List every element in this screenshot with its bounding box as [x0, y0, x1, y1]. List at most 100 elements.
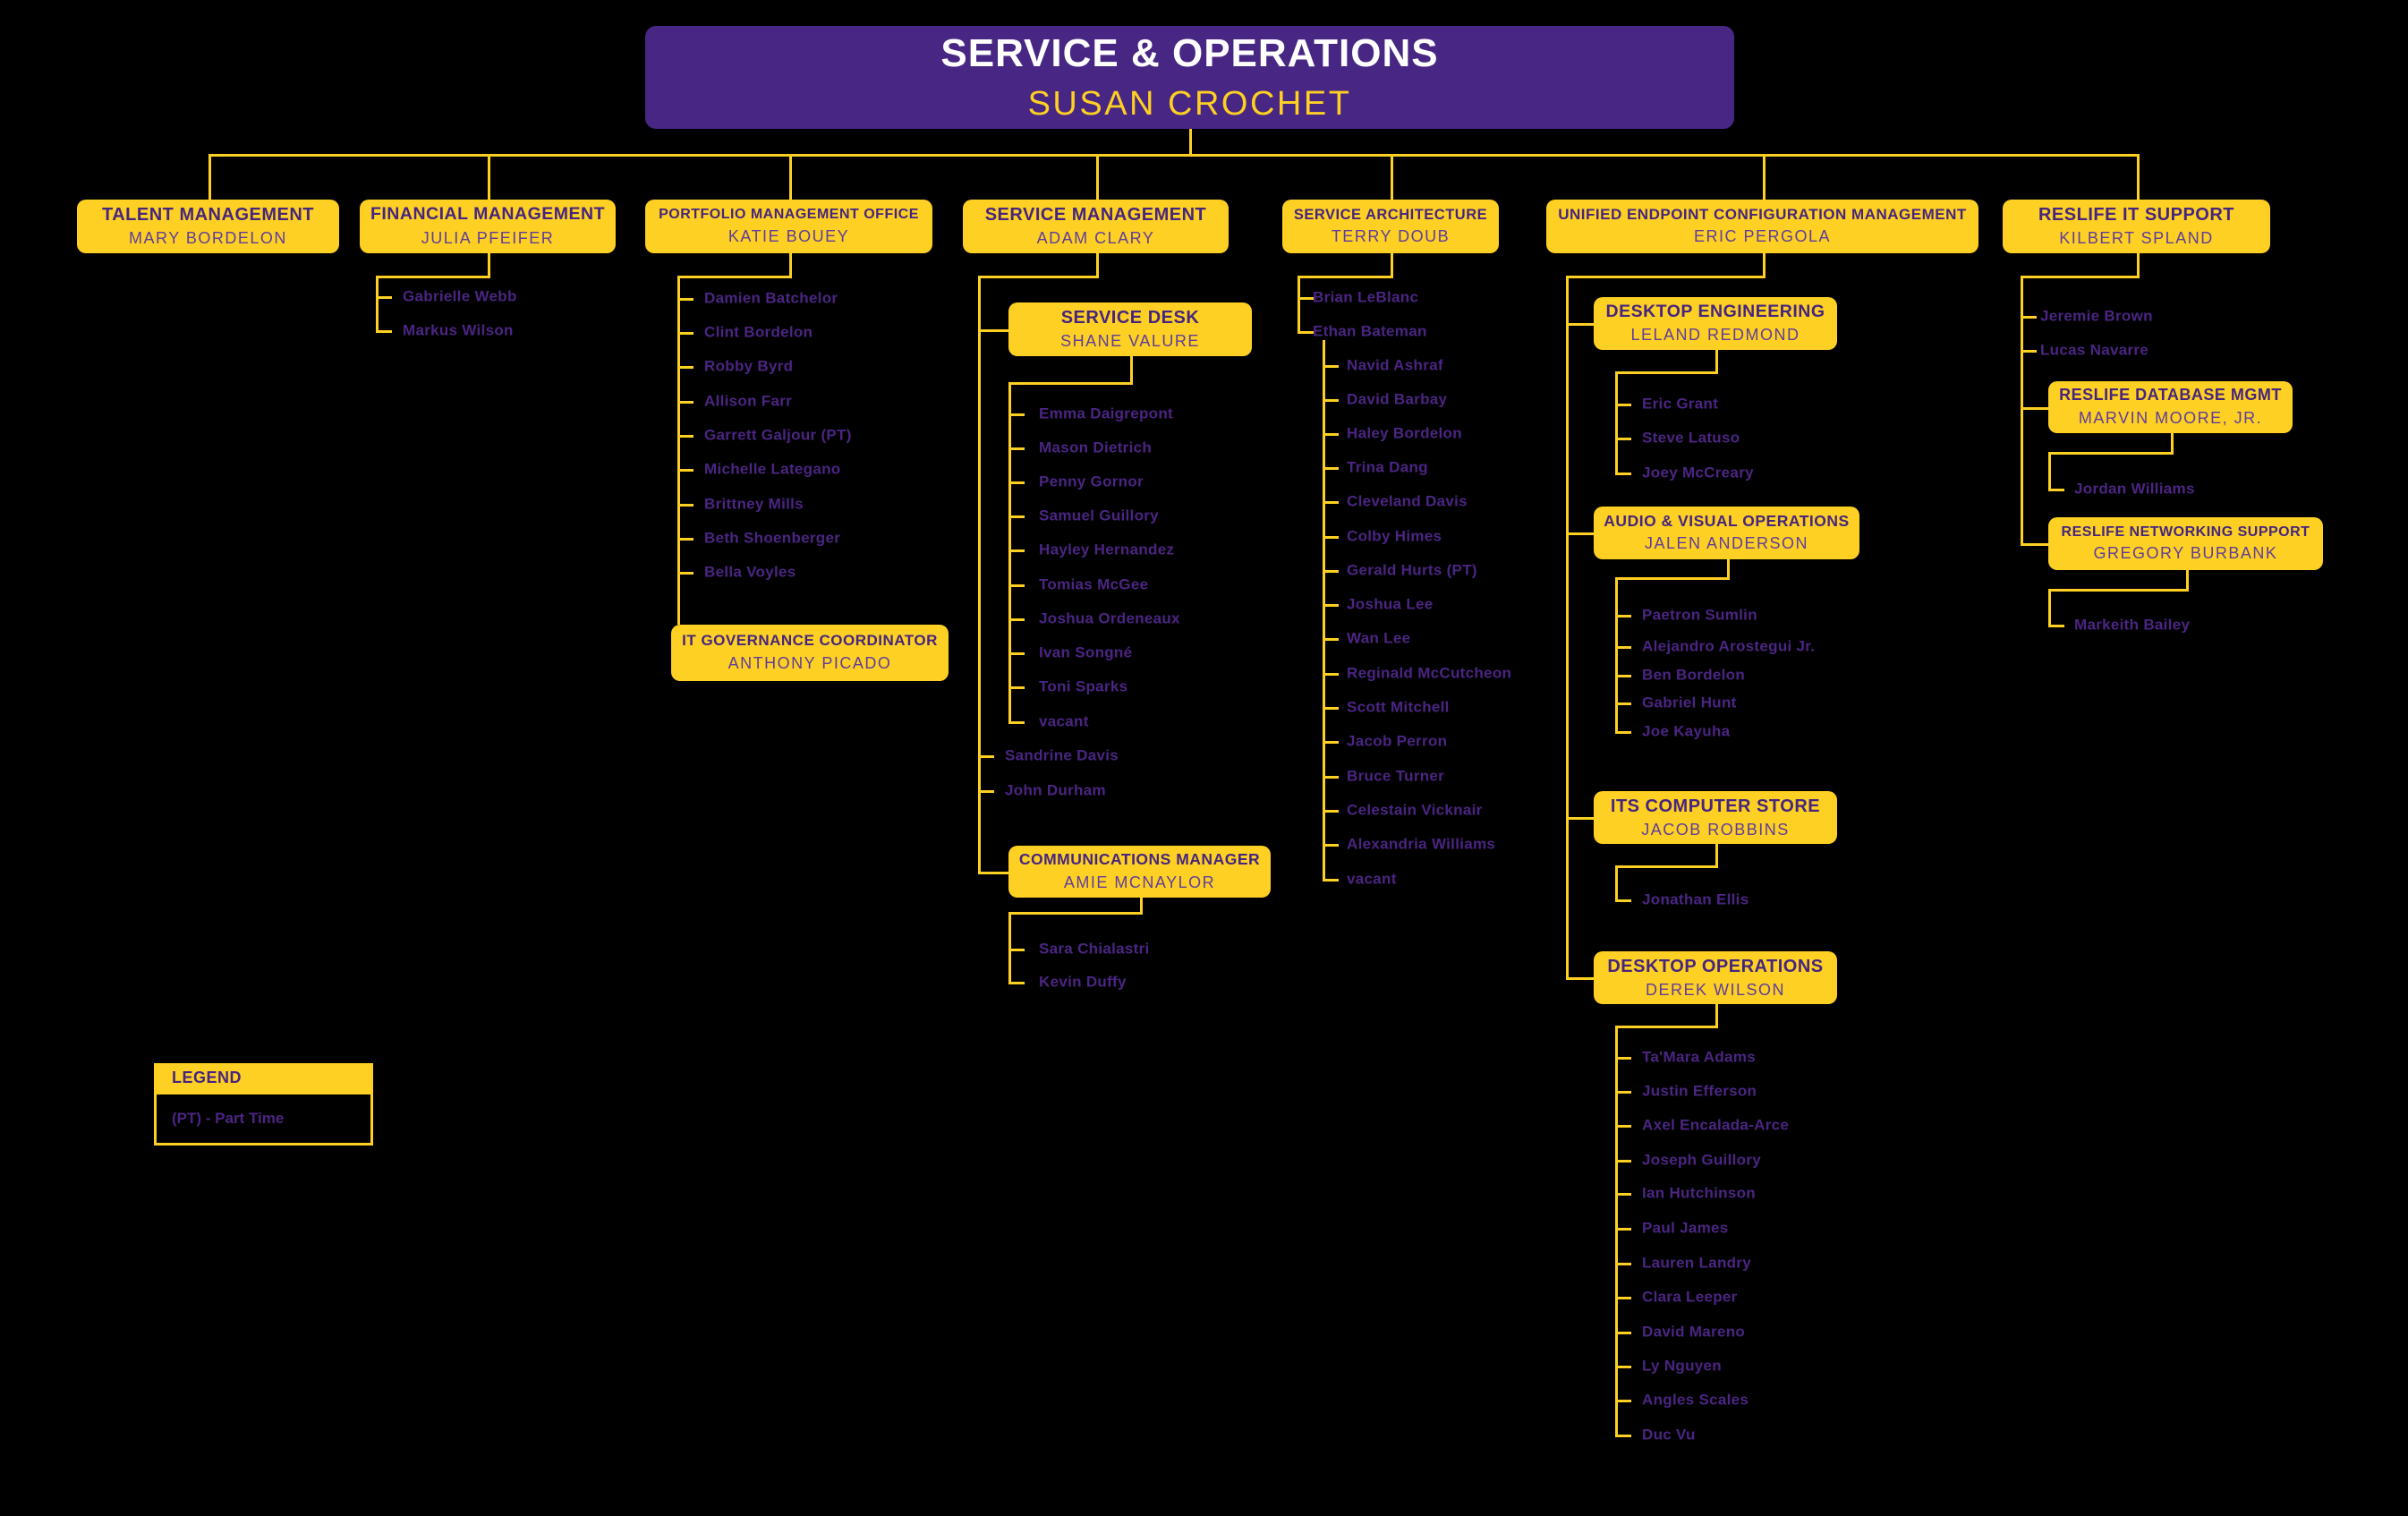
org-box-title: SERVICE ARCHITECTURE	[1293, 207, 1488, 224]
connector-line	[376, 330, 392, 333]
connector-line	[1391, 253, 1393, 276]
connector-line	[677, 401, 693, 404]
person-jeremie-brown: Jeremie Brown	[2040, 307, 2153, 325]
connector-line	[1615, 865, 1718, 868]
org-box-name: JALEN ANDERSON	[1644, 534, 1809, 553]
person-bella-voyles: Bella Voyles	[704, 563, 796, 581]
connector-line	[1615, 1435, 1631, 1437]
person-vacant: vacant	[1039, 712, 1089, 730]
connector-line	[1323, 501, 1339, 504]
person-eric-grant: Eric Grant	[1642, 395, 1719, 413]
connector-line	[1615, 1366, 1631, 1368]
connector-line	[1130, 356, 1133, 382]
connector-line	[677, 332, 693, 335]
person-john-durham: John Durham	[1005, 781, 1106, 799]
connector-line	[677, 469, 693, 472]
person-sara-chialastri: Sara Chialastri	[1039, 940, 1150, 958]
person-tomias-mcgee: Tomias McGee	[1039, 575, 1149, 593]
person-samuel-guillory: Samuel Guillory	[1039, 507, 1159, 524]
org-box-title: DESKTOP ENGINEERING	[1605, 301, 1825, 321]
connector-line	[1008, 382, 1133, 385]
connector-line	[677, 572, 693, 575]
legend-body: (PT) - Part Time	[154, 1092, 373, 1146]
person-robby-byrd: Robby Byrd	[704, 357, 794, 375]
person-justin-efferson: Justin Efferson	[1642, 1082, 1757, 1100]
connector-line	[1566, 323, 1596, 326]
connector-line	[488, 253, 490, 276]
connector-line	[1615, 1026, 1718, 1028]
connector-line	[1008, 447, 1025, 450]
connector-line	[677, 538, 693, 541]
connector-line	[1615, 1400, 1631, 1402]
person-lauren-landry: Lauren Landry	[1642, 1254, 1751, 1272]
org-box-title: UNIFIED ENDPOINT CONFIGURATION MANAGEMEN…	[1558, 205, 1967, 223]
person-ivan-songn: Ivan Songné	[1039, 643, 1133, 661]
connector-line	[1615, 371, 1718, 374]
connector-line	[1715, 1004, 1718, 1026]
org-box-name: LELAND REDMOND	[1630, 326, 1800, 345]
org-box-name: ADAM CLARY	[1036, 229, 1155, 248]
legend-header: LEGEND	[154, 1063, 373, 1092]
connector-line	[1615, 615, 1631, 617]
org-box-name: TERRY DOUB	[1331, 227, 1451, 246]
connector-line	[1008, 584, 1025, 587]
person-ian-hutchinson: Ian Hutchinson	[1642, 1184, 1756, 1202]
connector-line	[2048, 489, 2064, 491]
connector-line	[2021, 316, 2037, 319]
person-joshua-ordeneaux: Joshua Ordeneaux	[1039, 609, 1180, 627]
person-gerald-hurts-pt: Gerald Hurts (PT)	[1347, 561, 1477, 579]
connector-line	[1566, 276, 1569, 977]
org-box-name: JULIA PFEIFER	[421, 228, 555, 247]
org-box-name: ERIC PERGOLA	[1693, 227, 1832, 246]
connector-line	[1298, 276, 1300, 331]
connector-line	[2171, 433, 2174, 452]
connector-line	[1615, 865, 1618, 899]
org-box-title: DESKTOP OPERATIONS	[1607, 956, 1824, 976]
person-alejandro-arostegui-jr: Alejandro Arostegui Jr.	[1642, 637, 1816, 655]
org-box-title: RESLIFE IT SUPPORT	[2038, 205, 2235, 226]
dept-box-unified-endpoint-configuration-management: UNIFIED ENDPOINT CONFIGURATION MANAGEMEN…	[1546, 200, 1978, 253]
org-box-title: PORTFOLIO MANAGEMENT OFFICE	[659, 207, 919, 223]
legend: LEGEND (PT) - Part Time	[154, 1063, 373, 1146]
org-box-title: COMMUNICATIONS MANAGER	[1018, 850, 1261, 869]
unit-box-service-desk: SERVICE DESK SHANE VALURE	[1008, 302, 1252, 356]
connector-line	[2021, 543, 2051, 546]
connector-line	[1566, 532, 1596, 535]
org-box-name: SHANE VALURE	[1060, 332, 1200, 351]
org-box-title: SERVICE DESK	[1060, 308, 1200, 328]
person-navid-ashraf: Navid Ashraf	[1347, 356, 1443, 374]
connector-line	[1566, 817, 1596, 820]
person-emma-daigrepont: Emma Daigrepont	[1039, 405, 1173, 422]
person-brittney-mills: Brittney Mills	[704, 495, 804, 513]
org-box-name: GREGORY BURBANK	[2093, 544, 2278, 563]
person-ben-bordelon: Ben Bordelon	[1642, 666, 1746, 684]
org-box-title: AUDIO & VISUAL OPERATIONS	[1604, 511, 1850, 530]
connector-line	[1323, 810, 1339, 813]
dept-box-service-architecture: SERVICE ARCHITECTURE TERRY DOUB	[1282, 200, 1499, 253]
connector-line	[1323, 536, 1339, 539]
connector-line	[677, 366, 693, 369]
connector-line	[1008, 949, 1025, 951]
person-jacob-perron: Jacob Perron	[1347, 732, 1448, 750]
connector-line	[1615, 1057, 1631, 1060]
connector-line	[978, 276, 1099, 278]
connector-line	[1008, 549, 1025, 552]
connector-line	[2048, 625, 2064, 627]
connector-line	[1615, 1125, 1631, 1128]
org-box-title: IT GOVERNANCE COORDINATOR	[682, 632, 938, 650]
connector-line	[376, 296, 392, 299]
connector-line	[1096, 253, 1099, 276]
connector-line	[1615, 703, 1631, 705]
connector-line	[1323, 467, 1339, 470]
connector-line	[1323, 570, 1339, 573]
connector-line	[1615, 1228, 1631, 1231]
person-reginald-mccutcheon: Reginald McCutcheon	[1347, 664, 1512, 682]
connector-line	[1615, 473, 1631, 475]
person-damien-batchelor: Damien Batchelor	[704, 289, 838, 307]
